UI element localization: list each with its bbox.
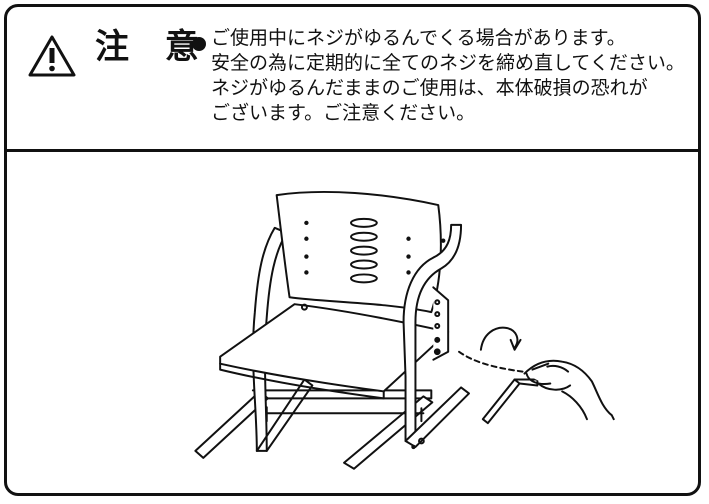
caution-message: ご使用中にネジがゆるんでくる場合があります。 安全の為に定期的に全てのネジを締め… (211, 26, 691, 126)
chair-base-icon (194, 389, 434, 470)
hand-icon (523, 359, 615, 421)
caution-line-2: 安全の為に定期的に全てのネジを締め直してください。 (211, 52, 685, 74)
caution-header: 注 意 ご使用中にネジがゆるんでくる場合があります。 安全の為に定期的に全てのネ… (7, 7, 698, 152)
caution-line-1: ご使用中にネジがゆるんでくる場合があります。 (211, 27, 626, 49)
chair-tightening-screws-illustration (194, 190, 615, 470)
rotation-arrow-icon (458, 326, 524, 373)
bullet-icon (192, 37, 206, 51)
caution-notice-card: 注 意 ご使用中にネジがゆるんでくる場合があります。 安全の為に定期的に全てのネ… (4, 4, 701, 496)
caution-title: 注 意 (95, 27, 211, 67)
caution-line-3: ネジがゆるんだままのご使用は、本体破損の恐れが (211, 77, 648, 99)
allen-wrench-icon (481, 378, 539, 425)
warning-triangle-icon (28, 35, 76, 77)
caution-line-4: ございます。ご注意ください。 (211, 102, 476, 124)
chair-icon (219, 190, 470, 452)
